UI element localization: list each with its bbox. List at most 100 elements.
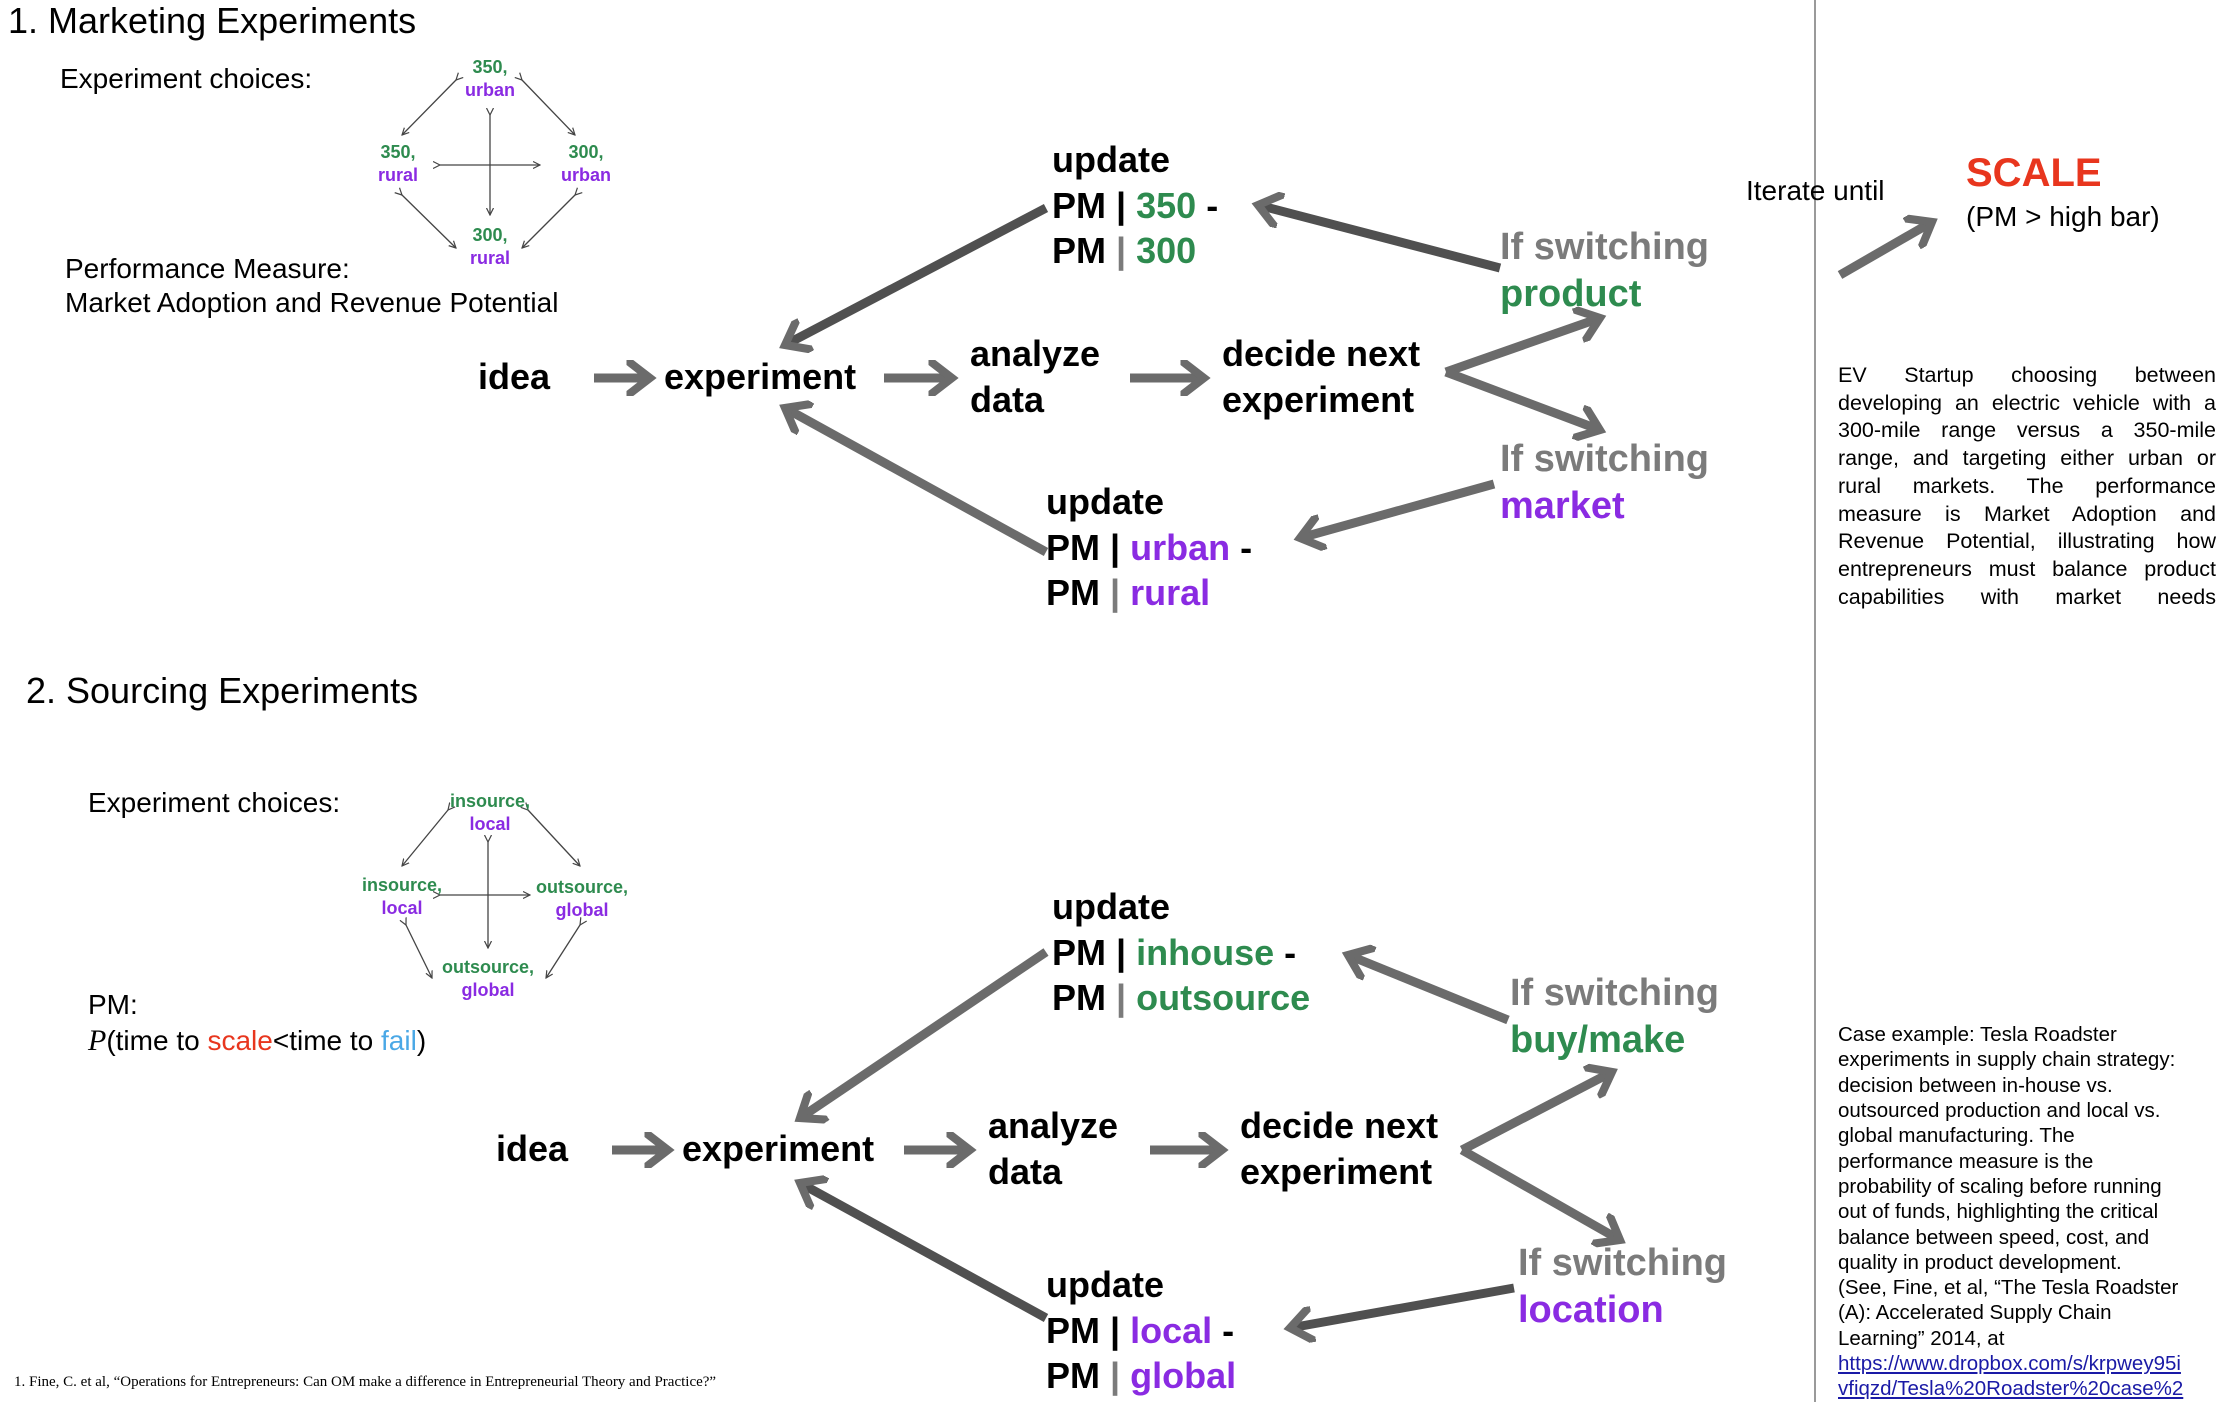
experiment-choices-label: Experiment choices: — [60, 63, 313, 94]
pm-text: PM — [1046, 526, 1100, 568]
flow-decide-next-2: decide next experiment — [1240, 1103, 1438, 1194]
pm-text: PM — [1052, 931, 1106, 973]
scale-condition: (PM > high bar) — [1966, 201, 2160, 232]
switching-location: If switching location — [1518, 1240, 1727, 1334]
flow-line: experiment — [1240, 1150, 1433, 1192]
choice-node-top: 350, urban — [460, 56, 520, 101]
choice-node-left: insource, local — [352, 874, 452, 919]
flow-line: decide next — [1222, 333, 1421, 374]
choice-node-b: global — [461, 979, 515, 1000]
update-block-top: update PM | 350 - PM | 300 — [1052, 137, 1218, 274]
dropbox-link[interactable]: https://www.dropbox.com/s/krpwey95i — [1838, 1352, 2181, 1376]
bar-text: | — [1110, 572, 1121, 614]
pm-text: PM — [1046, 1309, 1100, 1351]
bar-text: | — [1110, 526, 1121, 568]
switching-buy-make: If switching buy/make — [1510, 970, 1719, 1064]
choice-node-b: rural — [377, 164, 419, 185]
update-block-bottom: update PM | urban - PM | rural — [1046, 479, 1252, 616]
formula-scale: scale — [207, 1025, 273, 1056]
switching-product: If switching product — [1500, 224, 1709, 318]
value-text: rural — [1130, 572, 1211, 614]
bar-text: | — [1110, 1309, 1121, 1351]
update-block-top-2: update PM | inhouse - PM | outsource — [1052, 884, 1310, 1021]
choice-node-b: local — [381, 897, 423, 918]
case-line: outsourced production and local vs. — [1838, 1098, 2161, 1122]
value-text: urban — [1130, 526, 1231, 568]
choice-node-b: global — [555, 899, 609, 920]
choice-node-a: outsource, — [441, 957, 534, 977]
choice-node-right: 300, urban — [556, 141, 616, 186]
section-2-title: 2. Sourcing Experiments — [26, 670, 419, 711]
pm-text: PM — [1052, 977, 1106, 1019]
value-text: local — [1130, 1309, 1213, 1351]
choice-node-a: insource, — [449, 791, 531, 811]
footnote: 1. Fine, C. et al, “Operations for Entre… — [14, 1374, 717, 1390]
switching-label: If switching — [1518, 1242, 1727, 1284]
switching-target: market — [1500, 485, 1625, 528]
pm-formula: P(time to scale<time to fail) — [88, 1023, 426, 1058]
dropbox-link-continued[interactable]: vfiqzd/Tesla%20Roadster%20case%2 — [1838, 1377, 2184, 1401]
dash-text: - — [1206, 184, 1219, 226]
flow-experiment-2: experiment — [682, 1128, 875, 1169]
pm-text: PM — [1052, 184, 1106, 226]
choice-node-a: 350, — [472, 57, 508, 77]
flow-line: analyze — [988, 1105, 1119, 1146]
case-line: performance measure is the — [1838, 1149, 2094, 1173]
dash-text: - — [1222, 1309, 1235, 1351]
update-block-bottom-2: update PM | local - PM | global — [1046, 1262, 1236, 1399]
experiment-choices-label-2: Experiment choices: — [88, 787, 341, 818]
value-text: 350 — [1136, 184, 1197, 226]
update-line-1: PM | 350 - — [1052, 183, 1218, 229]
flow-line: analyze — [970, 333, 1101, 374]
choices-diagram-1 — [402, 80, 575, 248]
case-line: quality in product development. — [1838, 1250, 2122, 1274]
switching-target: buy/make — [1510, 1019, 1686, 1062]
choice-node-bottom: outsource, global — [436, 956, 540, 1001]
formula-text: ) — [416, 1025, 427, 1056]
flow-arrows-2 — [612, 952, 1620, 1328]
bar-text: | — [1116, 230, 1127, 272]
flow-line: experiment — [1222, 378, 1415, 420]
case-line: balance between speed, cost, and — [1838, 1225, 2150, 1249]
choice-node-b: urban — [464, 79, 515, 100]
switching-target: location — [1518, 1289, 1664, 1332]
bar-text: | — [1116, 184, 1127, 226]
case-line: out of funds, highlighting the critical — [1838, 1200, 2159, 1224]
scale-label: SCALE — [1966, 151, 2102, 195]
case-line: decision between in-house vs. — [1838, 1073, 2113, 1097]
choices-diagram-2 — [402, 810, 580, 978]
tesla-case-description: Case example: Tesla Roadster experiments… — [1838, 1022, 2216, 1402]
choice-node-left: 350, rural — [368, 141, 428, 186]
performance-measure-value: Market Adoption and Revenue Potential — [65, 287, 559, 318]
update-line-2: PM | outsource — [1052, 975, 1310, 1021]
flow-idea: idea — [478, 356, 551, 397]
flow-experiment: experiment — [664, 356, 857, 397]
update-label: update — [1046, 481, 1165, 522]
dash-text: - — [1240, 526, 1253, 568]
update-line-1: PM | urban - — [1046, 525, 1252, 571]
switching-label: If switching — [1500, 226, 1709, 268]
choice-node-b: local — [469, 813, 511, 834]
dash-text: - — [1284, 931, 1297, 973]
update-line-2: PM | 300 — [1052, 228, 1218, 274]
update-label: update — [1052, 886, 1171, 927]
formula-text: (time to — [106, 1025, 208, 1056]
pm-text: PM — [1046, 572, 1100, 614]
case-line: (A): Accelerated Supply Chain — [1838, 1301, 2112, 1325]
value-text: inhouse — [1136, 931, 1275, 973]
performance-measure-label: Performance Measure: — [65, 253, 350, 284]
pm-label-2: PM: — [88, 989, 138, 1020]
update-line-1: PM | local - — [1046, 1308, 1236, 1354]
value-text: outsource — [1136, 977, 1311, 1019]
switching-target: product — [1500, 273, 1642, 316]
switching-label: If switching — [1510, 972, 1719, 1014]
formula-text: <time to — [272, 1025, 382, 1056]
choice-node-right: outsource, global — [530, 876, 634, 921]
choice-node-a: 350, — [380, 142, 416, 162]
choice-node-a: 300, — [568, 142, 604, 162]
case-line: probability of scaling before running — [1838, 1174, 2162, 1198]
update-line-1: PM | inhouse - — [1052, 930, 1310, 976]
update-line-2: PM | rural — [1046, 570, 1252, 616]
bar-text: | — [1116, 977, 1127, 1019]
flow-line: decide next — [1240, 1105, 1439, 1146]
